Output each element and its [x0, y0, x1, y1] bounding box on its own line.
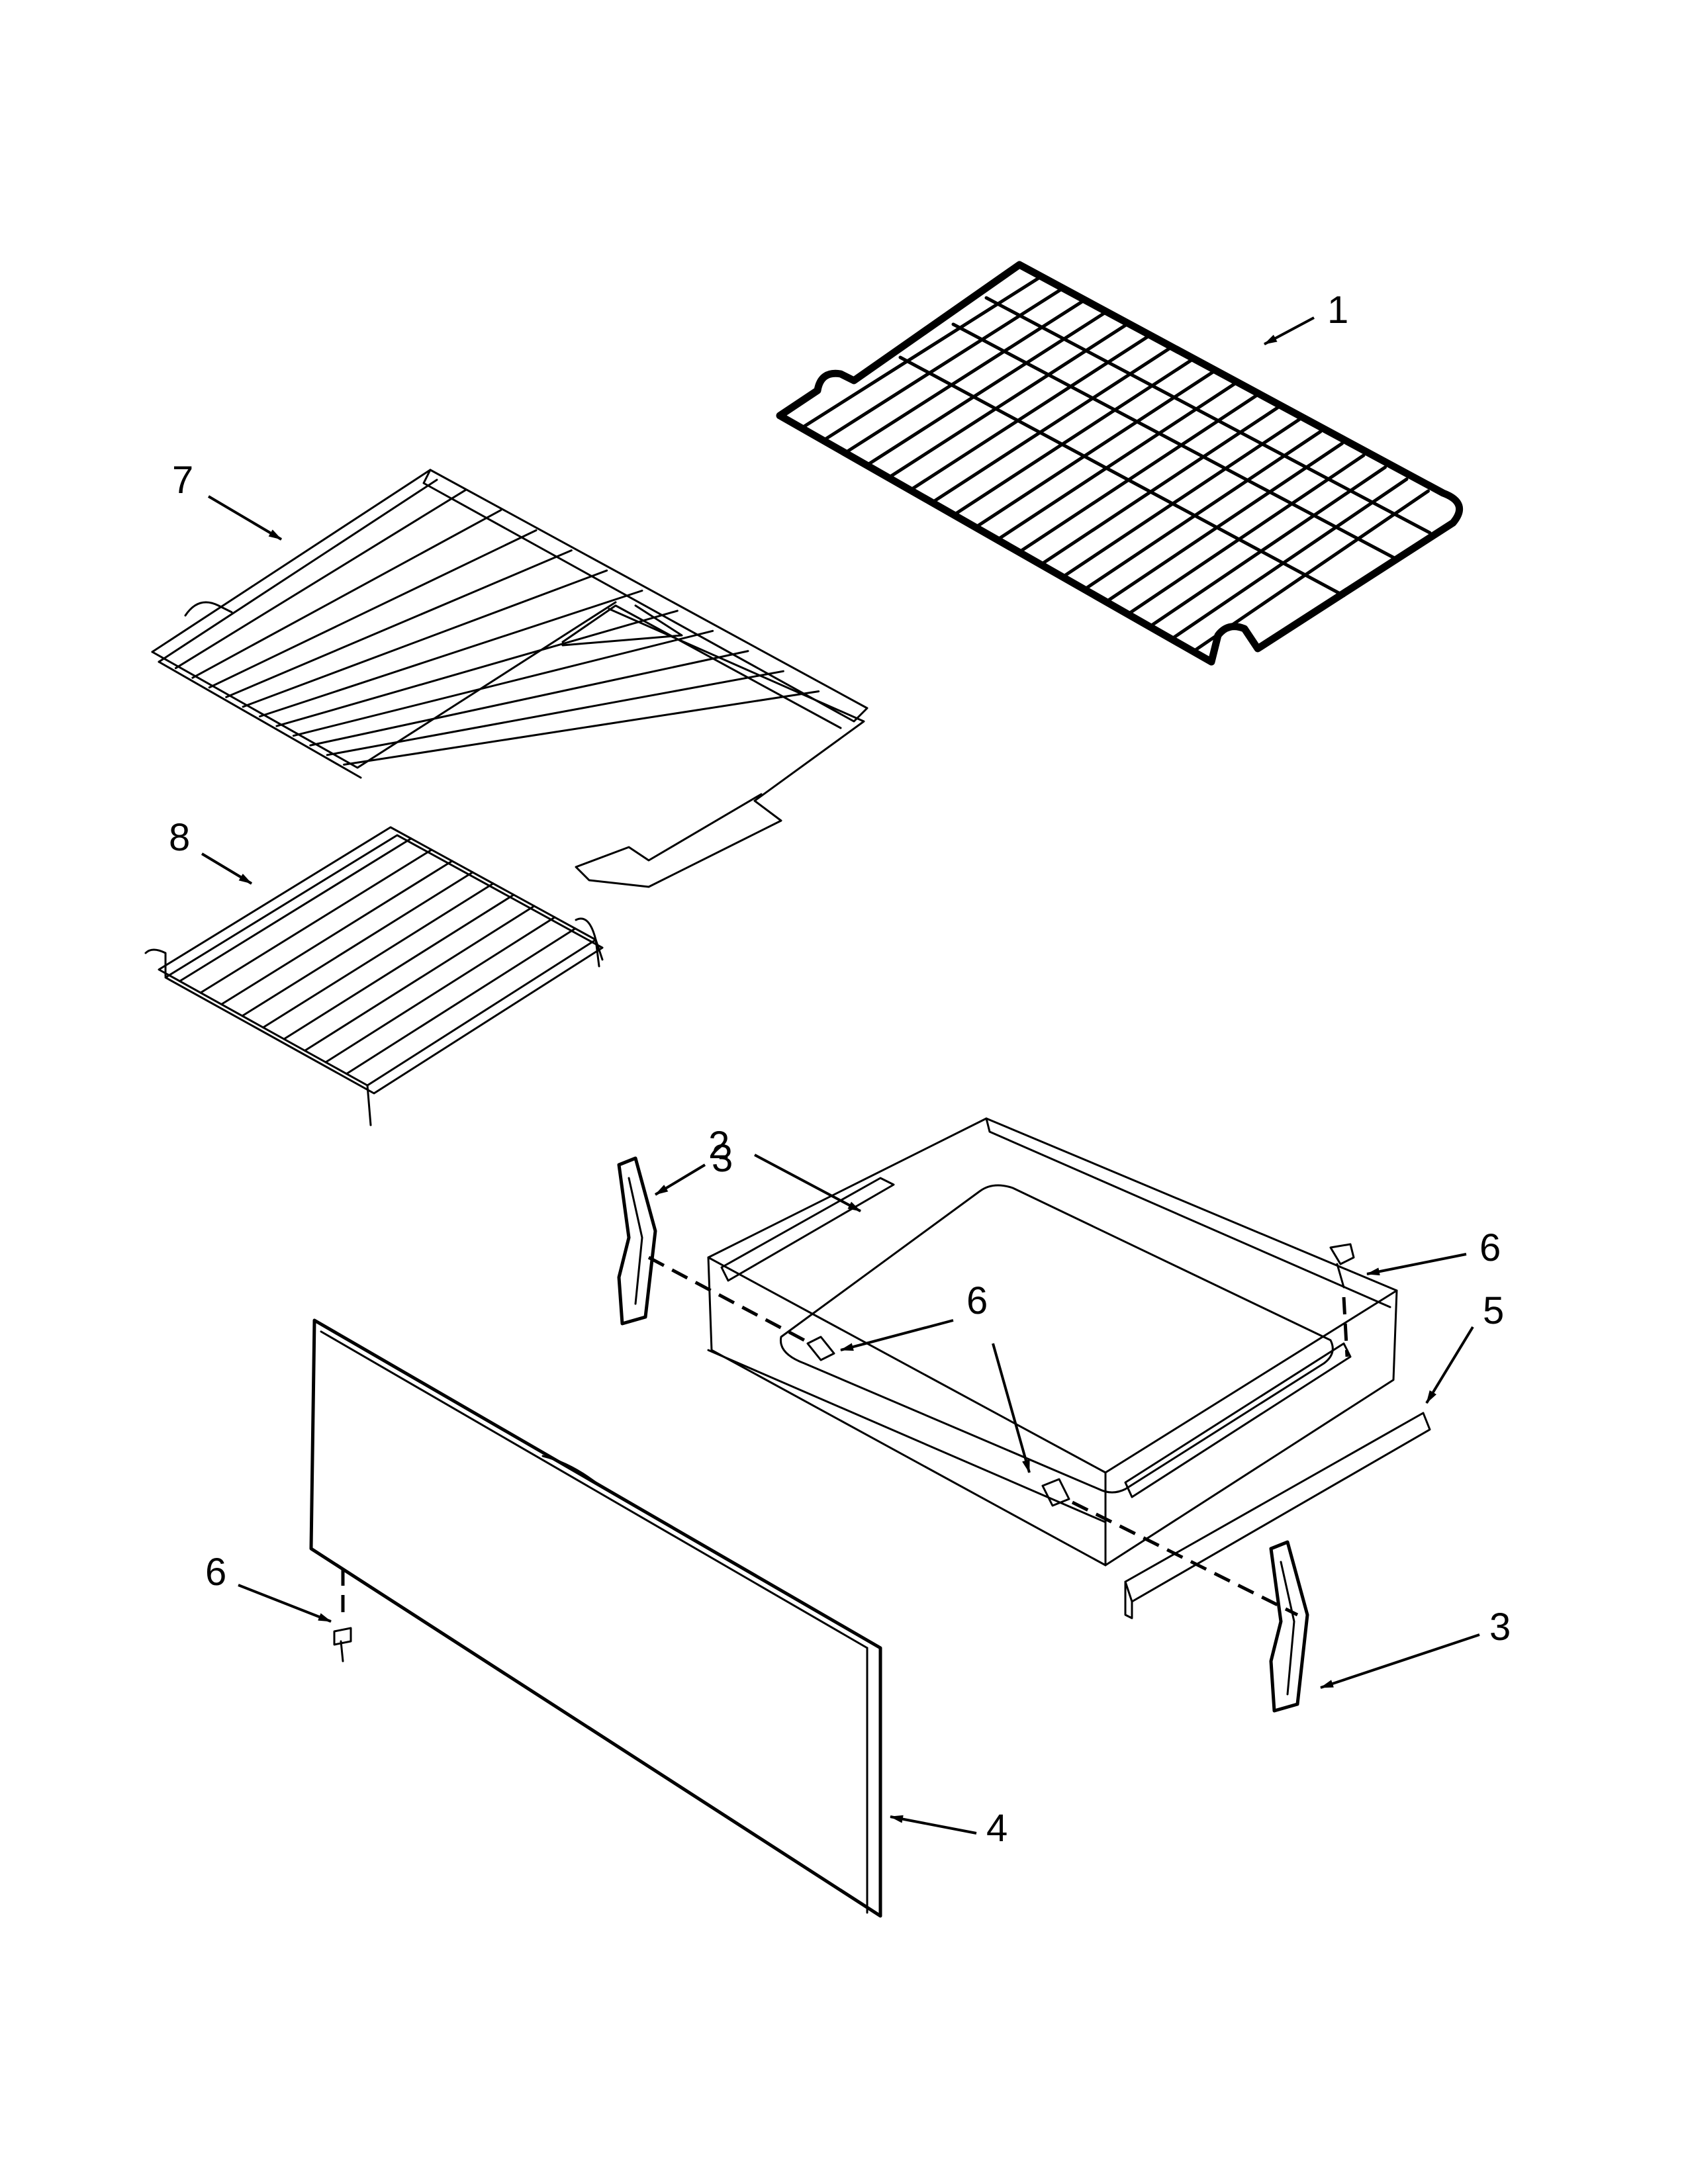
callout-6-front: 6 [205, 1551, 226, 1594]
callout-1: 1 [1327, 289, 1348, 332]
rack-wire [225, 549, 573, 698]
rack-wire [346, 927, 577, 1075]
rack-wire [1084, 430, 1323, 590]
rack-wire [283, 893, 515, 1040]
rack-wire [1150, 465, 1387, 627]
callout-8: 8 [169, 816, 190, 859]
rail[interactable] [1124, 1412, 1431, 1619]
rack-wire [1172, 477, 1409, 639]
rack-wire [1107, 441, 1344, 602]
rack-wire [304, 905, 536, 1052]
rack-wire [953, 358, 1194, 516]
rack-wire [843, 298, 1086, 455]
roller-rack[interactable] [151, 469, 868, 888]
callout-7: 7 [172, 459, 193, 502]
rack-wire [242, 569, 608, 708]
rack-wire [326, 670, 784, 756]
rack-wire [275, 610, 679, 727]
rack-wire [179, 837, 412, 982]
drawer-front[interactable] [309, 1318, 882, 1918]
rack-wire [220, 860, 453, 1005]
callout-5: 5 [1483, 1289, 1504, 1332]
slide-left[interactable] [617, 1156, 657, 1326]
rack-wire [262, 882, 494, 1028]
rack-wire [343, 690, 820, 766]
rack-wire [208, 529, 538, 689]
screw-center[interactable] [806, 1336, 835, 1361]
rack-wire [1019, 394, 1258, 553]
rack-wire [199, 848, 433, 994]
rack-wire [910, 334, 1150, 492]
rack-wire [1194, 489, 1430, 651]
half-rack[interactable] [144, 826, 604, 1126]
screw-top-right[interactable] [1329, 1243, 1355, 1289]
rack-wire [1129, 453, 1366, 615]
rack-wire [865, 310, 1107, 467]
callout-3-right: 3 [1489, 1606, 1511, 1649]
screw-center-2[interactable] [1041, 1478, 1070, 1507]
rack-wire [309, 650, 749, 747]
assembly-lines [341, 1255, 1349, 1621]
rack-wire [975, 370, 1215, 528]
oven-rack[interactable] [776, 261, 1463, 666]
rack-wire [931, 346, 1172, 504]
rack-wire [174, 488, 467, 670]
callout-6-center: 6 [966, 1279, 988, 1322]
callout-2: 2 [708, 1124, 729, 1167]
rack-wire [1041, 406, 1280, 565]
rack-wire [241, 871, 474, 1017]
rack-wire [800, 275, 1043, 430]
rack-wire [997, 382, 1237, 541]
rack-wire [292, 629, 714, 737]
leader-lines [201, 316, 1480, 1835]
rack-wire [324, 916, 556, 1064]
rack-wire [888, 322, 1129, 479]
rack-wire [821, 287, 1064, 442]
callout-labels: 1 2 3 3 4 5 6 6 6 7 8 [169, 289, 1511, 1850]
rack-wire [1062, 418, 1301, 578]
callout-4: 4 [986, 1807, 1008, 1850]
callout-3-left: 3 [712, 1137, 733, 1180]
rack-wire [191, 509, 502, 679]
screw-front[interactable] [333, 1627, 352, 1662]
rack-wire [259, 590, 643, 717]
callout-6-top-right: 6 [1479, 1226, 1501, 1269]
slide-right[interactable] [1269, 1540, 1309, 1713]
